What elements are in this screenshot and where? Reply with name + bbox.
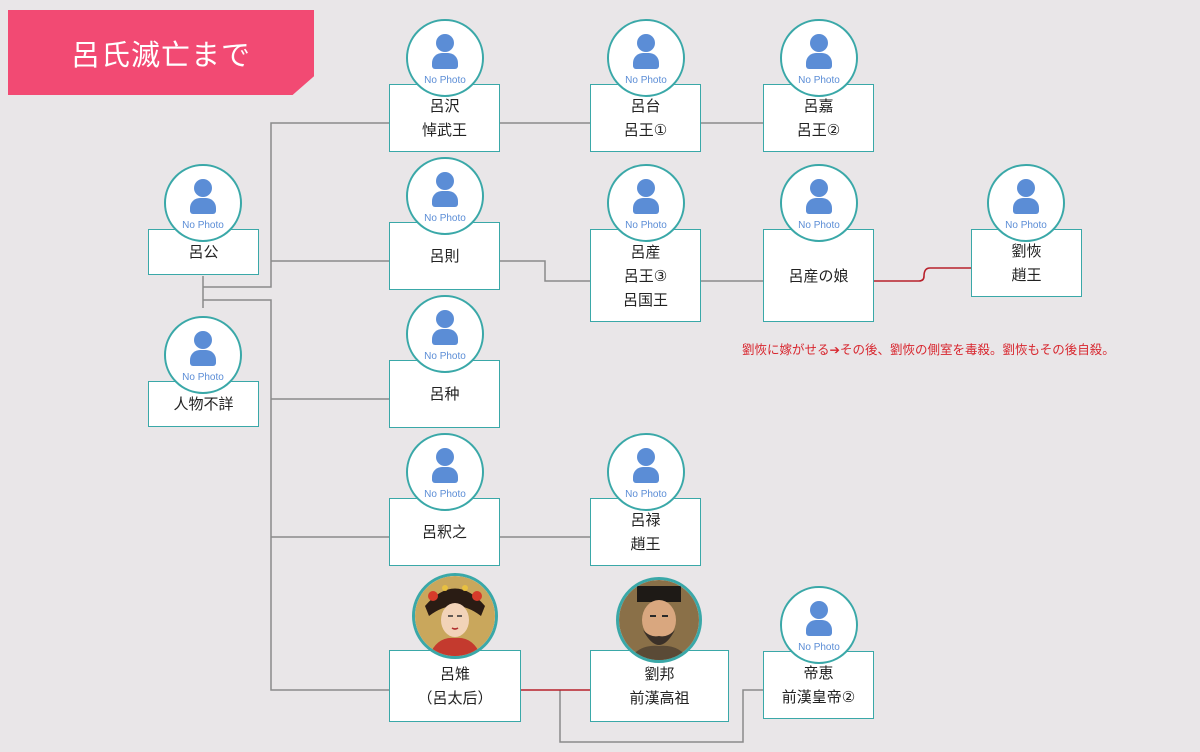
person-icon bbox=[194, 179, 212, 197]
page-title: 呂氏滅亡まで bbox=[8, 10, 314, 95]
avatar-ryochi-portrait bbox=[412, 573, 498, 659]
person-card-keitei[interactable]: 帝恵 前漢皇帝② bbox=[763, 651, 874, 719]
avatar-ryukai: No Photo bbox=[987, 164, 1065, 242]
avatar-ryotaku: No Photo bbox=[406, 19, 484, 97]
avatar-ryoshakushi: No Photo bbox=[406, 433, 484, 511]
link-ryotaku bbox=[203, 122, 389, 288]
person-icon bbox=[194, 331, 212, 349]
avatar-ryosan: No Photo bbox=[607, 164, 685, 242]
person-card-ryosan[interactable]: 呂産 呂王③ 呂国王 bbox=[590, 229, 701, 322]
person-icon bbox=[637, 34, 655, 52]
person-card-daughter[interactable]: 呂産の娘 bbox=[763, 229, 874, 322]
emperor-portrait-icon bbox=[619, 580, 699, 660]
link-younger-children bbox=[203, 299, 389, 691]
person-card-ryoka[interactable]: 呂嘉 呂王② bbox=[763, 84, 874, 152]
avatar-keitei: No Photo bbox=[780, 586, 858, 664]
avatar-daughter: No Photo bbox=[780, 164, 858, 242]
person-icon bbox=[810, 601, 828, 619]
avatar-ryosoku: No Photo bbox=[406, 157, 484, 235]
person-icon bbox=[436, 310, 454, 328]
avatar-ryoko: No Photo bbox=[164, 164, 242, 242]
avatar-ryoroku: No Photo bbox=[607, 433, 685, 511]
person-icon bbox=[436, 172, 454, 190]
person-icon bbox=[436, 448, 454, 466]
person-icon bbox=[810, 179, 828, 197]
person-icon bbox=[436, 34, 454, 52]
avatar-ryodai: No Photo bbox=[607, 19, 685, 97]
link-ryosan bbox=[500, 260, 590, 282]
person-icon bbox=[637, 179, 655, 197]
empress-portrait-icon bbox=[415, 576, 495, 656]
avatar-ryuho-portrait bbox=[616, 577, 702, 663]
person-icon bbox=[810, 34, 828, 52]
annotation-note: 劉恢に嫁がせる➔その後、劉恢の側室を毒殺。劉恢もその後自殺。 bbox=[742, 342, 1115, 357]
avatar-ryochu: No Photo bbox=[406, 295, 484, 373]
avatar-ryoka: No Photo bbox=[780, 19, 858, 97]
person-card-ryochi[interactable]: 呂雉 （呂太后） bbox=[389, 650, 521, 722]
person-icon bbox=[637, 448, 655, 466]
marriage-daughter-ryukai bbox=[874, 267, 971, 282]
person-icon bbox=[1017, 179, 1035, 197]
link-keitei bbox=[559, 689, 763, 743]
avatar-unknown: No Photo bbox=[164, 316, 242, 394]
